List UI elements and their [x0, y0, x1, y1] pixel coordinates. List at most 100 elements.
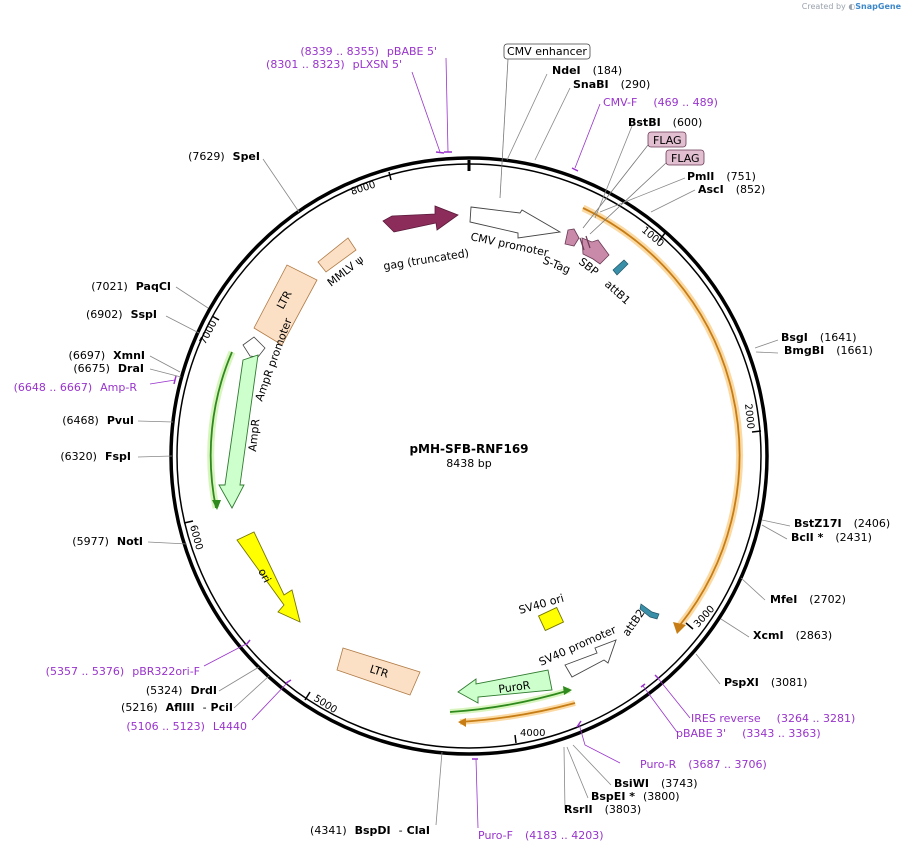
purof-leader — [475, 758, 479, 829]
site-pspxi: PspXI(3081) — [724, 676, 807, 689]
rsrii-leader — [563, 746, 566, 811]
site-pmli: PmlI(751) — [687, 170, 756, 183]
ires-leader — [656, 676, 691, 719]
site-drai: (6675)DraI — [73, 362, 144, 375]
flag-box-2[interactable] — [665, 149, 705, 166]
attb1-arrow[interactable] — [612, 259, 629, 276]
attb2-label: attB2 — [620, 607, 648, 639]
sv40-promoter-arrow[interactable] — [564, 639, 617, 678]
puror-primer-leader — [578, 723, 621, 764]
site-bsiwi: BsiWI(3743) — [614, 777, 698, 790]
credit: Created by ◐SnapGene — [802, 2, 901, 11]
site-paqci: (7021)PaqCI — [91, 280, 171, 293]
spei-leader — [262, 158, 300, 213]
pbr322-leader — [203, 642, 249, 667]
sspi-leader — [165, 315, 200, 334]
mmlv-psi-box[interactable] — [317, 237, 357, 273]
pspxi-leader — [695, 653, 721, 685]
bsiwi-leader — [572, 744, 612, 786]
credit-prefix: Created by — [801, 2, 846, 11]
gag-arrow[interactable] — [382, 205, 459, 233]
site-bstbi: BstBI(600) — [628, 116, 702, 129]
puror-arrow[interactable] — [457, 669, 553, 704]
pvui-leader — [137, 420, 174, 423]
ltr-left-box[interactable] — [253, 264, 318, 346]
ltr-bottom-box[interactable] — [336, 647, 421, 696]
afliii-leader — [233, 675, 270, 709]
site-xcmi: XcmI(2863) — [753, 629, 832, 642]
flag-leader-1 — [582, 144, 649, 229]
flag-marker-1 — [579, 237, 585, 251]
primer-pbabe3: pBABE 3'(3343 .. 3363) — [676, 727, 821, 740]
orange-arc-bottom-core — [459, 702, 576, 723]
site-bcli: BclI *(2431) — [791, 531, 872, 544]
site-xmni: (6697)XmnI — [69, 349, 145, 362]
pbabe5-leader — [445, 57, 449, 153]
primer-purof: Puro-F(4183 .. 4203) — [478, 829, 604, 842]
flag-leader-2 — [589, 162, 667, 235]
pbr322-marker — [245, 639, 251, 646]
l4440-leader — [251, 681, 289, 721]
orange-arc-right-core — [582, 207, 741, 626]
attb2-arrow[interactable] — [639, 603, 660, 620]
bstz17i-leader — [761, 519, 791, 527]
drai-leader — [149, 368, 182, 378]
site-bspei: BspEI *(3800) — [591, 790, 680, 803]
attb1-label: attB1 — [602, 278, 633, 308]
sv40-ori-box[interactable] — [537, 606, 565, 632]
ndei-leader — [506, 73, 548, 161]
ltr-bottom-label: LTR — [368, 662, 390, 680]
cmv-enhancer-box[interactable] — [503, 43, 591, 60]
primer-ires: IRES reverse(3264 .. 3281) — [691, 712, 855, 725]
green-arc-left-core — [209, 351, 233, 509]
mfei-leader — [740, 577, 766, 601]
site-bsgi: BsgI(1641) — [781, 331, 856, 344]
plasmid-size: 8438 bp — [446, 457, 491, 470]
ampr-arrow[interactable] — [218, 354, 259, 509]
primer-puror: Puro-R(3687 .. 3706) — [640, 758, 767, 771]
stag-label: S-Tag — [541, 254, 572, 277]
site-spei: (7629)SpeI — [188, 150, 260, 163]
green-arc-bottom-core — [449, 689, 571, 713]
site-fspi: (6320)FspI — [60, 450, 131, 463]
tick-2000: 2000 — [742, 403, 762, 433]
bspdi-leader — [435, 751, 443, 826]
primer-cmvf: CMV-F(469 .. 489) — [603, 96, 718, 109]
pbabe3-marker — [640, 683, 646, 688]
primer-l4440: (5106 .. 5123)L4440 — [126, 720, 247, 733]
tick-7000: 7000 — [198, 315, 220, 346]
l4440-marker — [285, 679, 292, 684]
orange-arc-right-head — [673, 622, 686, 634]
green-arc-bottom-head — [563, 686, 572, 695]
bcli-leader — [761, 524, 788, 540]
ori-label: ori — [255, 566, 273, 585]
ampr-primer-leader — [149, 379, 176, 385]
site-mfei: MfeI(2702) — [770, 593, 846, 606]
bsgi-leader — [754, 339, 779, 349]
orange-arc-bottom-head — [458, 718, 466, 727]
green-arc-left-head — [212, 500, 221, 510]
site-sspi: (6902)SspI — [86, 308, 157, 321]
pbabe3-leader — [642, 685, 678, 733]
site-rsrii: RsrII(3803) — [564, 803, 641, 816]
site-ndei: NdeI(184) — [552, 64, 622, 77]
site-noti: (5977)NotI — [72, 535, 143, 548]
svg-text:2000: 2000 — [742, 403, 756, 429]
puror-label: PuroR — [498, 679, 532, 696]
plasmid-name: pMH-SFB-RNF169 — [409, 442, 528, 456]
noti-leader — [147, 541, 188, 545]
asci-leader — [650, 189, 696, 213]
ampr-promoter-arrow[interactable] — [242, 336, 266, 358]
stag-arrow[interactable] — [564, 228, 580, 247]
ori-arrow[interactable] — [236, 531, 301, 623]
tick-4000: 4000 — [514, 728, 545, 744]
pmli-leader — [599, 177, 686, 213]
tick-5000: 5000 — [304, 691, 339, 716]
flag-box-1[interactable] — [647, 131, 687, 148]
cmv-promoter-arrow[interactable] — [469, 206, 562, 239]
drdi-leader — [218, 666, 260, 692]
site-snabi: SnaBI(290) — [573, 78, 650, 91]
backbone-inner — [176, 163, 762, 749]
site-bstz17i: BstZ17I(2406) — [794, 517, 890, 530]
